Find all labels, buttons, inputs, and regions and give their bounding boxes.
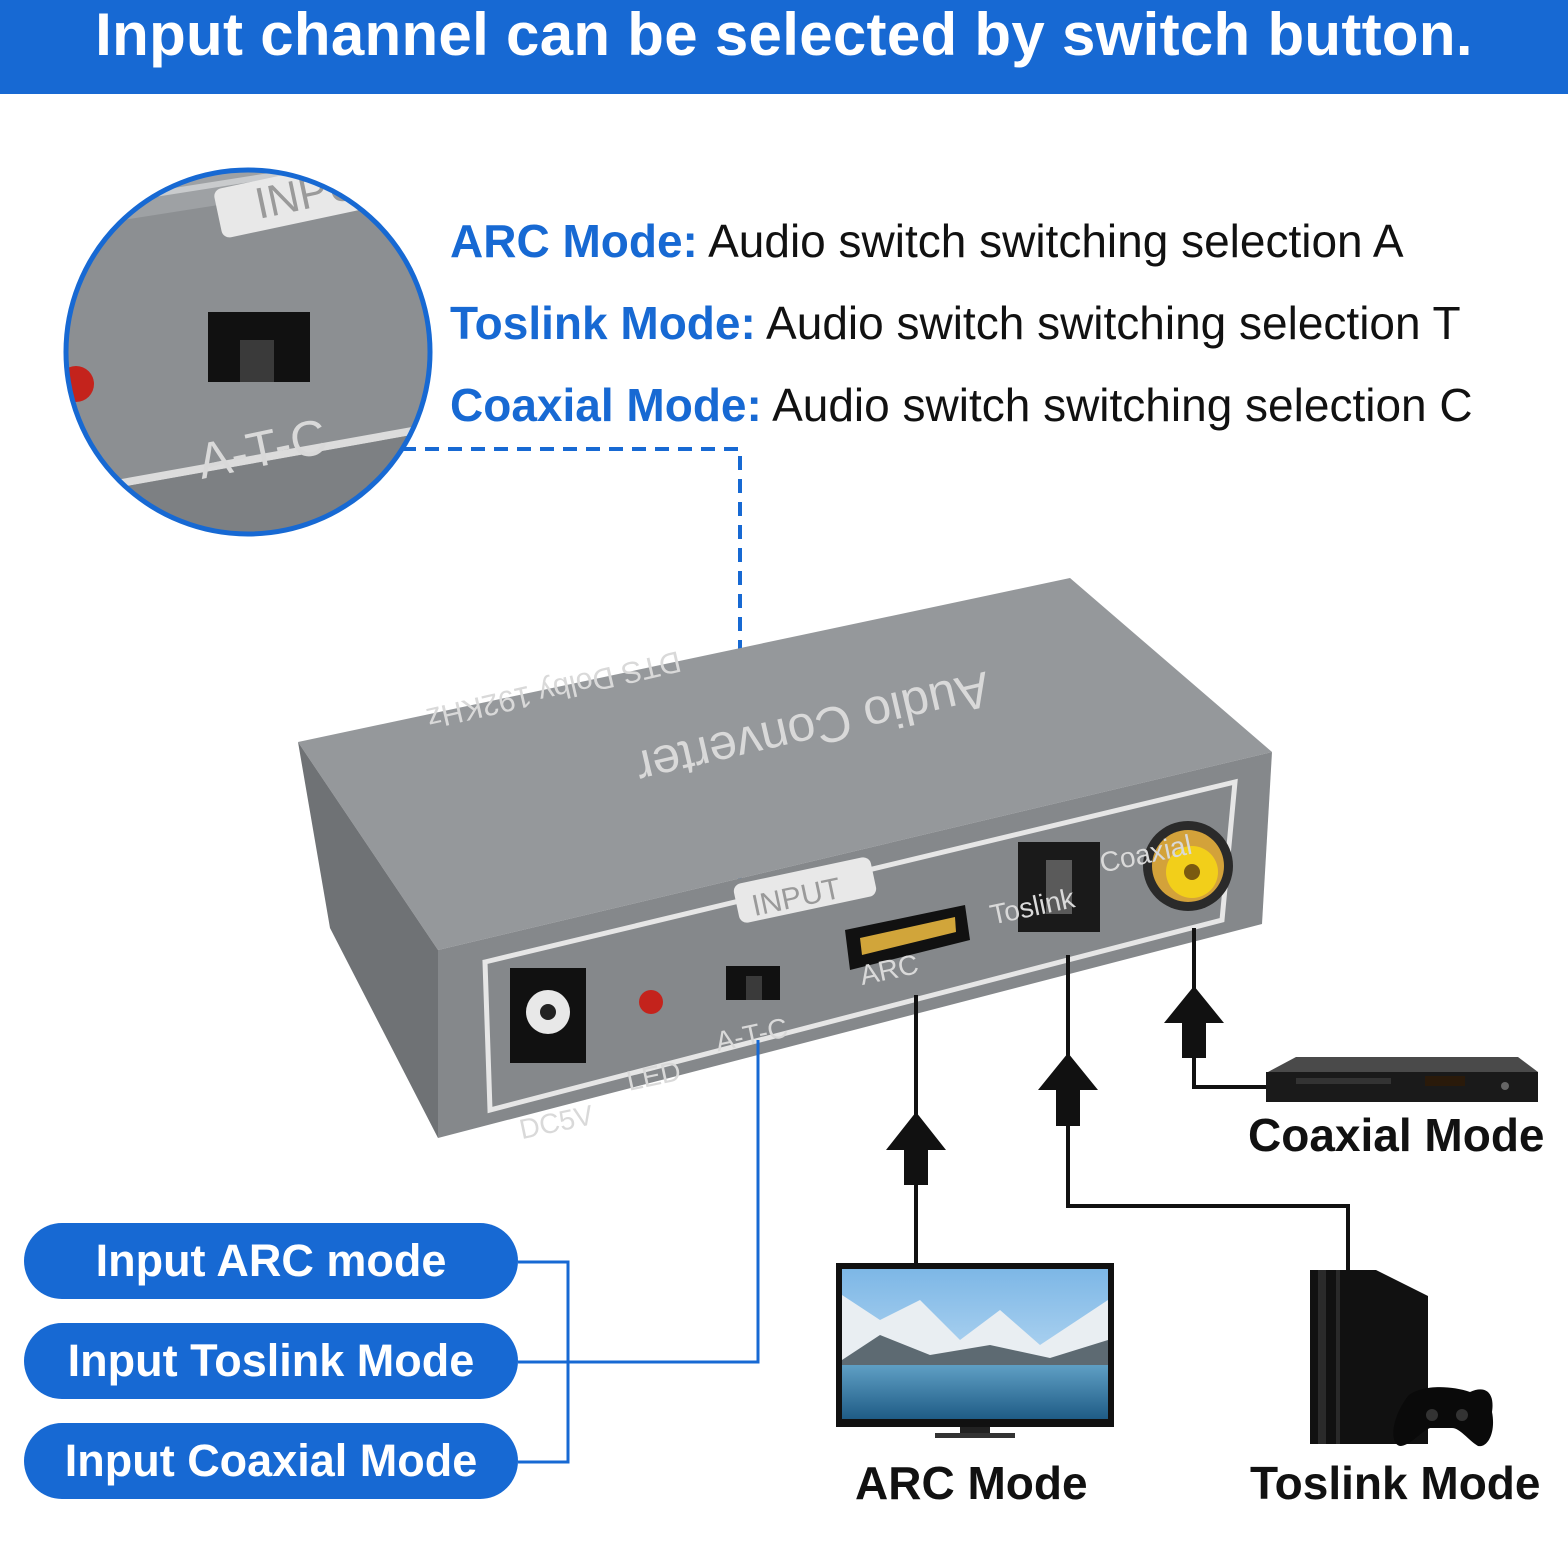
arrows [886,986,1224,1185]
audio-converter-device: Audio Converter DTS Dolby 192KHz INPUT D… [298,578,1272,1145]
header-banner: Input channel can be selected by switch … [0,0,1568,94]
mode-line-coaxial: Coaxial Mode: Audio switch switching sel… [450,379,1473,431]
zoom-circle: INPUT A-T-C [63,167,433,537]
pill-input-arc: Input ARC mode [24,1223,518,1299]
mode-descriptions: ARC Mode: Audio switch switching selecti… [450,200,1560,446]
pill-bracket [518,1040,760,1464]
bluray-player-icon [1266,1057,1538,1102]
label-toslink-mode: Toslink Mode [1250,1457,1541,1509]
game-console-icon [1310,1270,1494,1447]
tv-icon [836,1263,1114,1438]
mode-line-toslink: Toslink Mode: Audio switch switching sel… [450,297,1461,349]
label-arc-mode: ARC Mode [855,1457,1088,1509]
label-coaxial-mode: Coaxial Mode [1248,1109,1545,1161]
mode-line-arc: ARC Mode: Audio switch switching selecti… [450,215,1404,267]
pill-input-toslink: Input Toslink Mode [24,1323,518,1399]
pill-input-coaxial: Input Coaxial Mode [24,1423,518,1499]
